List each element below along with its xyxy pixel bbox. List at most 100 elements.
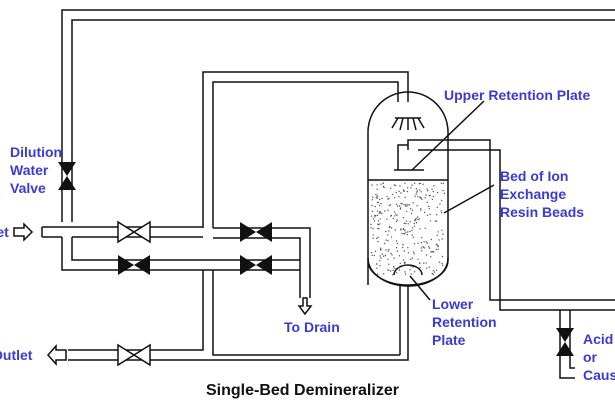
label-lower-retention-plate: Lower Retention Plate — [432, 295, 497, 349]
leader-lower-plate — [409, 275, 431, 301]
outlet-arrow — [46, 344, 67, 366]
resin-dot — [400, 192, 402, 194]
resin-dot — [424, 247, 426, 249]
label-to-drain: To Drain — [284, 319, 340, 335]
resin-dot — [370, 251, 373, 254]
resin-dot — [425, 254, 428, 256]
resin-dot — [418, 218, 420, 220]
resin-dot — [387, 234, 389, 236]
resin-dot — [404, 182, 406, 184]
label-dilution-water-valve: Dilution Water Valve — [10, 143, 62, 197]
resin-dot — [399, 205, 401, 207]
resin-dot — [383, 242, 386, 245]
resin-dot — [419, 262, 421, 265]
top-header-inner — [212, 81, 399, 228]
resin-dot — [415, 188, 418, 190]
resin-dot — [388, 226, 390, 229]
resin-dot — [404, 196, 406, 199]
resin-dot — [398, 196, 400, 198]
resin-dot — [419, 228, 421, 230]
label-line: or — [583, 349, 597, 365]
resin-dot — [420, 208, 422, 210]
label-line: Lower — [432, 296, 474, 312]
resin-dot — [370, 223, 372, 226]
resin-dot — [441, 199, 443, 202]
resin-dot — [407, 247, 409, 249]
resin-dot — [407, 223, 409, 225]
label-line: Bed of Ion — [500, 168, 569, 184]
resin-dot — [417, 258, 419, 260]
resin-dot — [413, 271, 416, 273]
resin-dot — [417, 216, 419, 218]
label-line: Valve — [10, 180, 46, 196]
dilution-pipe-inner — [71, 19, 615, 222]
resin-dot — [380, 183, 382, 185]
resin-dot — [376, 273, 379, 275]
outlet-valve — [117, 343, 151, 367]
resin-dot — [411, 209, 414, 211]
resin-dot — [391, 254, 393, 256]
resin-dot — [399, 207, 402, 209]
resin-dot — [426, 267, 428, 269]
resin-dot — [388, 248, 390, 251]
resin-dot — [441, 212, 443, 214]
diagram-caption: Single-Bed Demineralizer — [206, 382, 399, 399]
label-line: Retention — [432, 314, 497, 330]
resin-dot — [402, 246, 404, 249]
resin-dot — [393, 267, 395, 269]
resin-dot — [377, 201, 379, 204]
outlet-branch-a — [68, 270, 204, 351]
resin-dot — [424, 227, 426, 229]
resin-dot — [374, 216, 376, 218]
resin-dot — [407, 203, 409, 206]
resin-dot — [396, 250, 399, 252]
resin-dot — [409, 230, 411, 233]
resin-dot — [435, 269, 438, 271]
resin-dot — [417, 242, 419, 244]
resin-dot — [384, 210, 386, 212]
resin-dot — [410, 273, 412, 275]
label-line: Dilution — [10, 144, 63, 160]
resin-dot — [405, 222, 407, 225]
resin-dot — [438, 239, 440, 241]
resin-dot — [431, 188, 433, 190]
acid-valve — [556, 328, 574, 356]
resin-dot — [380, 248, 382, 251]
resin-dot — [434, 220, 436, 222]
resin-dot — [376, 195, 378, 197]
label-upper-retention-plate: Upper Retention Plate — [444, 87, 591, 103]
lower-valve-1 — [118, 255, 150, 275]
resin-dot — [411, 184, 413, 186]
leader-upper-plate — [411, 100, 485, 171]
resin-dot — [404, 229, 406, 232]
resin-dot — [402, 265, 404, 267]
label-line: Plate — [432, 332, 466, 348]
resin-dot — [406, 210, 408, 213]
resin-dot — [390, 227, 393, 229]
resin-dot — [414, 218, 416, 221]
resin-dot — [385, 249, 387, 251]
resin-dot — [423, 211, 426, 214]
resin-dot — [379, 210, 381, 213]
resin-dot — [410, 208, 412, 210]
resin-dot — [381, 253, 384, 255]
resin-dot — [371, 210, 374, 213]
resin-dot — [419, 266, 421, 269]
resin-dot — [395, 220, 398, 223]
resin-dot — [415, 217, 417, 220]
resin-dot — [430, 256, 432, 258]
resin-dot — [377, 223, 379, 225]
label-outlet: Outlet — [0, 347, 33, 363]
resin-dot — [406, 190, 409, 193]
resin-dot — [371, 184, 373, 186]
inlet-valve-2 — [240, 222, 272, 242]
resin-dot — [435, 248, 437, 251]
resin-dot — [439, 203, 441, 205]
resin-dot — [414, 195, 416, 197]
resin-dot — [418, 183, 421, 185]
resin-dot — [382, 273, 385, 275]
resin-dot — [399, 208, 402, 210]
resin-dot — [432, 251, 434, 253]
